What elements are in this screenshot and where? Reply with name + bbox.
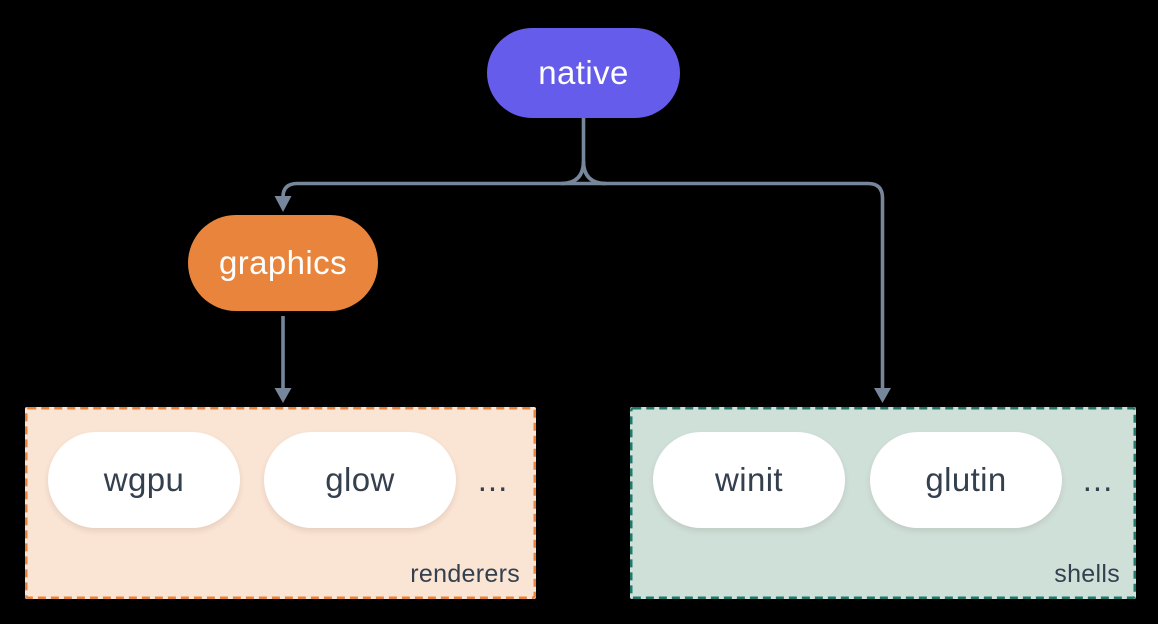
arrowhead-to-renderers (274, 388, 292, 403)
native-stem-connector (560, 117, 586, 186)
native-stem-connector-right (581, 160, 607, 186)
group-label-renderers: renderers (410, 560, 520, 588)
group-shells: winit glutin ... shells (630, 407, 1136, 599)
node-winit-label: winit (714, 461, 784, 498)
ellipsis-shells: ... (1082, 461, 1114, 498)
ellipsis-renderers: ... (477, 461, 509, 498)
node-winit: winit (653, 432, 845, 528)
group-renderers: wgpu glow ... renderers (25, 407, 536, 599)
node-native: native (487, 28, 680, 118)
arrowhead-to-graphics (274, 196, 292, 212)
node-wgpu-label: wgpu (103, 461, 185, 498)
node-glow: glow (264, 432, 456, 528)
node-glutin-label: glutin (925, 461, 1007, 498)
node-graphics-label: graphics (219, 244, 347, 281)
node-native-label: native (538, 54, 629, 91)
group-label-shells: shells (1054, 560, 1120, 588)
arrowhead-to-shells (874, 388, 891, 403)
node-glow-label: glow (325, 461, 395, 498)
node-glutin: glutin (870, 432, 1062, 528)
node-graphics: graphics (188, 215, 378, 311)
branch-connector (281, 181, 885, 389)
node-wgpu: wgpu (48, 432, 240, 528)
